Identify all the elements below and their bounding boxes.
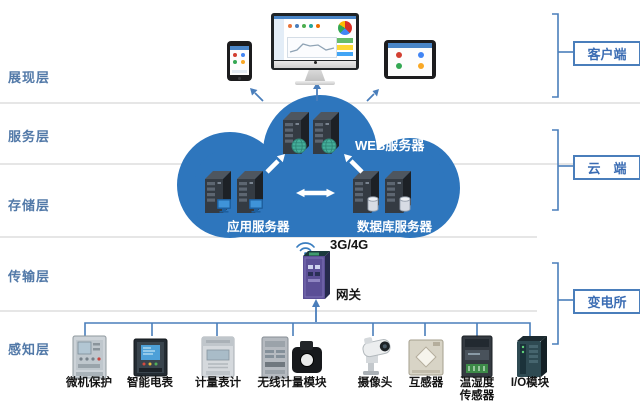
- sensing-bus: [84, 322, 531, 336]
- device-label-transformer: 互感器: [408, 377, 444, 389]
- group-box-cloud: 云 端: [573, 155, 640, 180]
- layer-label-storage: 存储层: [8, 198, 51, 213]
- layer-label-presentation: 展现层: [8, 70, 51, 85]
- device-image-temp-humidity-sensor: [461, 335, 493, 378]
- network-3g4g-label: 3G/4G: [330, 237, 369, 252]
- device-image-wireless-metering-module: [261, 336, 322, 379]
- group-brackets: [552, 13, 573, 345]
- tablet-screen: [388, 43, 432, 76]
- device-label-temp-humidity: 温湿度传感器: [459, 377, 495, 403]
- device-image-camera: [362, 337, 391, 375]
- smartphone-screen: [230, 46, 249, 75]
- layer-label-sensing: 感知层: [8, 342, 51, 357]
- layer-label-transmission: 传输层: [8, 269, 51, 284]
- web-server-label: WEB服务器: [355, 138, 425, 153]
- desktop-monitor-image: [271, 13, 359, 85]
- device-label-smart-meter: 智能电表: [127, 377, 173, 389]
- device-label-camera: 摄像头: [357, 377, 393, 389]
- monitor-dashboard-screen: [274, 16, 356, 60]
- tablet-image: [384, 40, 436, 79]
- device-image-protection-relay: [72, 335, 107, 379]
- device-label-metering-meter: 计量表计: [195, 377, 241, 389]
- device-image-current-transformer: [408, 339, 444, 376]
- gateway-device-image: [303, 251, 330, 299]
- device-label-wireless-module: 无线计量模块: [257, 377, 327, 389]
- cloud-to-client-arrows: [250, 82, 379, 102]
- smartphone-image: [227, 41, 252, 81]
- db-server-label: 数据库服务器: [357, 220, 433, 234]
- device-label-io-module: I/O模块: [510, 377, 550, 389]
- bus-to-gateway-arrow: [312, 299, 320, 322]
- app-server-label: 应用服务器: [227, 220, 290, 234]
- device-image-smart-meter: [133, 338, 168, 377]
- gateway-label: 网关: [336, 288, 362, 302]
- group-box-substation: 变电所: [573, 289, 640, 314]
- group-box-client: 客户端: [573, 41, 640, 66]
- cloud-internal-arrows: [265, 154, 364, 198]
- device-image-metering-meter: [201, 336, 235, 378]
- layer-label-service: 服务层: [8, 129, 51, 144]
- device-image-io-module: [517, 336, 547, 377]
- device-label-protection-relay: 微机保护: [66, 377, 112, 389]
